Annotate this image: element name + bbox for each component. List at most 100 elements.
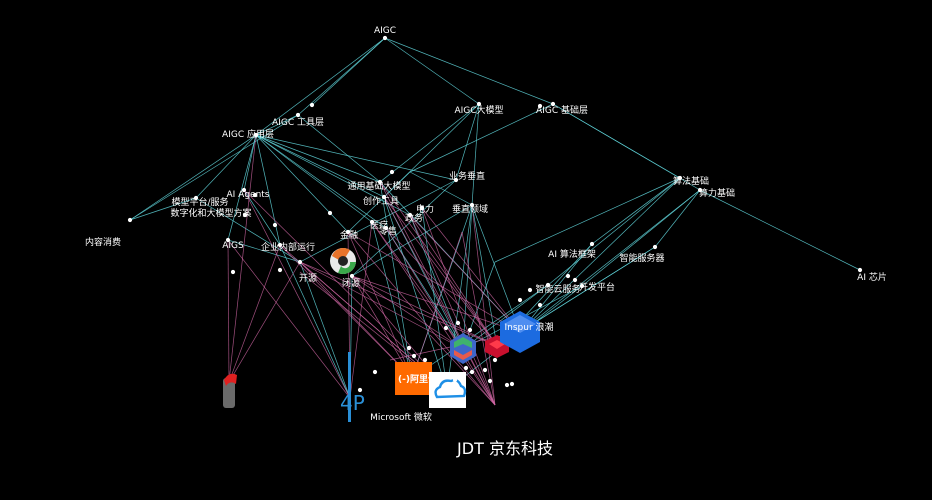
graph-node-dot-20 [383,225,389,231]
cyan-edge-4 [311,37,386,106]
cyan-edge-36 [243,189,281,246]
graph-node-dot-29 [579,283,585,289]
pink-edge-41 [411,231,463,379]
node-label-compute-base: 算力基础 [699,187,735,199]
graph-node-dot-55 [242,212,248,218]
cyan-edge-52 [383,196,448,391]
node-label-application: AIGC 应用层 [222,128,274,140]
node-label-creation-tools: 创作工具 [363,195,399,207]
pink-edge-20 [385,227,498,347]
graph-node-dot-4 [476,101,482,107]
pink-edge-27 [279,244,413,379]
cyan-edge-25 [552,103,701,191]
graph-node-dot-41 [357,387,363,393]
cyan-edge-53 [371,221,413,379]
graph-node-dot-9 [127,217,133,223]
pink-edge-33 [383,196,496,406]
graph-node-dot-23 [349,273,355,279]
graph-node-dot-27 [652,244,658,250]
graph-node-dot-38 [406,345,412,351]
graph-node-dot-34 [455,320,461,326]
cyan-edge-37 [227,239,301,263]
cyan-edge-17 [255,134,387,229]
graph-node-dot-50 [452,377,458,383]
graph-node-dot-45 [565,273,571,279]
pink-edge-0 [227,239,230,383]
pink-edge-21 [409,214,498,347]
cyan-edge-39 [462,204,473,350]
graph-node-dot-37 [487,378,493,384]
graph-node-dot-18 [407,212,413,218]
node-label-closed-source: 闭源 [342,277,360,289]
pink-edge-22 [421,207,521,333]
cyan-edge-13 [255,134,381,183]
node-label-ai-agents: AI Agents [226,190,269,200]
pink-edge-34 [299,261,498,347]
graph-node-dot-6 [550,101,556,107]
graph-node-dot-48 [517,297,523,303]
pink-edge-4 [299,261,413,379]
node-label-finance: 金融 [340,229,358,241]
pink-edge-9 [351,275,464,350]
graph-node-dot-56 [252,192,258,198]
aliyun-logo-text: (-)阿里云 [398,374,437,385]
graph-node-dot-30 [857,267,863,273]
pink-edge-11 [351,275,521,333]
node-label-algo-base: 算法基础 [673,175,709,187]
cyan-edge-8 [129,134,257,221]
aliyun-logo: (-)阿里云 [395,362,437,395]
graph-node-dot-32 [327,210,333,216]
cyan-edge-45 [299,179,457,263]
graph-node-dot-15 [453,177,459,183]
pink-edge-10 [351,275,498,347]
graph-node-dot-53 [492,357,498,363]
node-label-content: 内容消费 [85,236,121,248]
tencent-cloud-logo [429,372,467,408]
graph-node-dot-46 [572,277,578,283]
graph-node-dot-22 [297,259,303,265]
cyan-edge-26 [591,177,681,245]
graph-node-dot-39 [411,353,417,359]
graph-node-dot-49 [422,357,428,363]
graph-node-dot-57 [230,269,236,275]
cyan-edge-9 [243,134,257,191]
cyan-edge-43 [446,204,473,391]
pink-edge-30 [243,189,351,399]
graph-node-dot-54 [277,267,283,273]
node-label-vertical-domain: 垂直领域 [452,203,488,215]
pink-edge-14 [385,227,496,406]
node-label-ai-chip: AI 芯片 [857,271,887,283]
graph-node-dot-2 [309,102,315,108]
cyan-edge-7 [297,114,381,183]
cyan-edge-54 [385,227,464,350]
pink-edge-6 [299,261,464,350]
node-label-smart-server: 智能服务器 [619,252,664,264]
node-label-vertical-business: 业务垂直 [449,170,485,182]
cyan-edge-11 [227,134,257,241]
pink-edge-32 [379,181,496,406]
graph-node-dot-40 [372,369,378,375]
node-label-cloud-service: 智能云服务 [535,283,580,295]
graph-node-dot-42 [509,381,515,387]
graph-node-dot-16 [469,202,475,208]
node-label-microsoft: Microsoft 微软 [370,411,432,423]
node-label-dev-platform: 开发平台 [579,281,615,293]
cyan-edge-27 [547,177,681,286]
cyan-edge-23 [471,103,480,206]
graph-node-dot-5 [537,103,543,109]
pink-edge-24 [347,231,521,333]
graph-node-dot-44 [527,287,533,293]
graph-node-dot-43 [504,382,510,388]
cyan-edge-15 [255,134,349,233]
hammer-logo [223,373,237,408]
cyan-edge-38 [129,197,197,221]
cyan-edge-62 [411,284,549,379]
node-label-open-source: 开源 [299,273,317,284]
graph-node-dot-21 [345,229,351,235]
pink-edge-38 [429,334,496,406]
pink-edge-12 [347,231,496,406]
pink-edge-15 [409,214,496,406]
cyan-edge-10 [195,134,257,199]
cyan-edge-1 [255,37,386,136]
pink-edge-3 [228,261,301,383]
